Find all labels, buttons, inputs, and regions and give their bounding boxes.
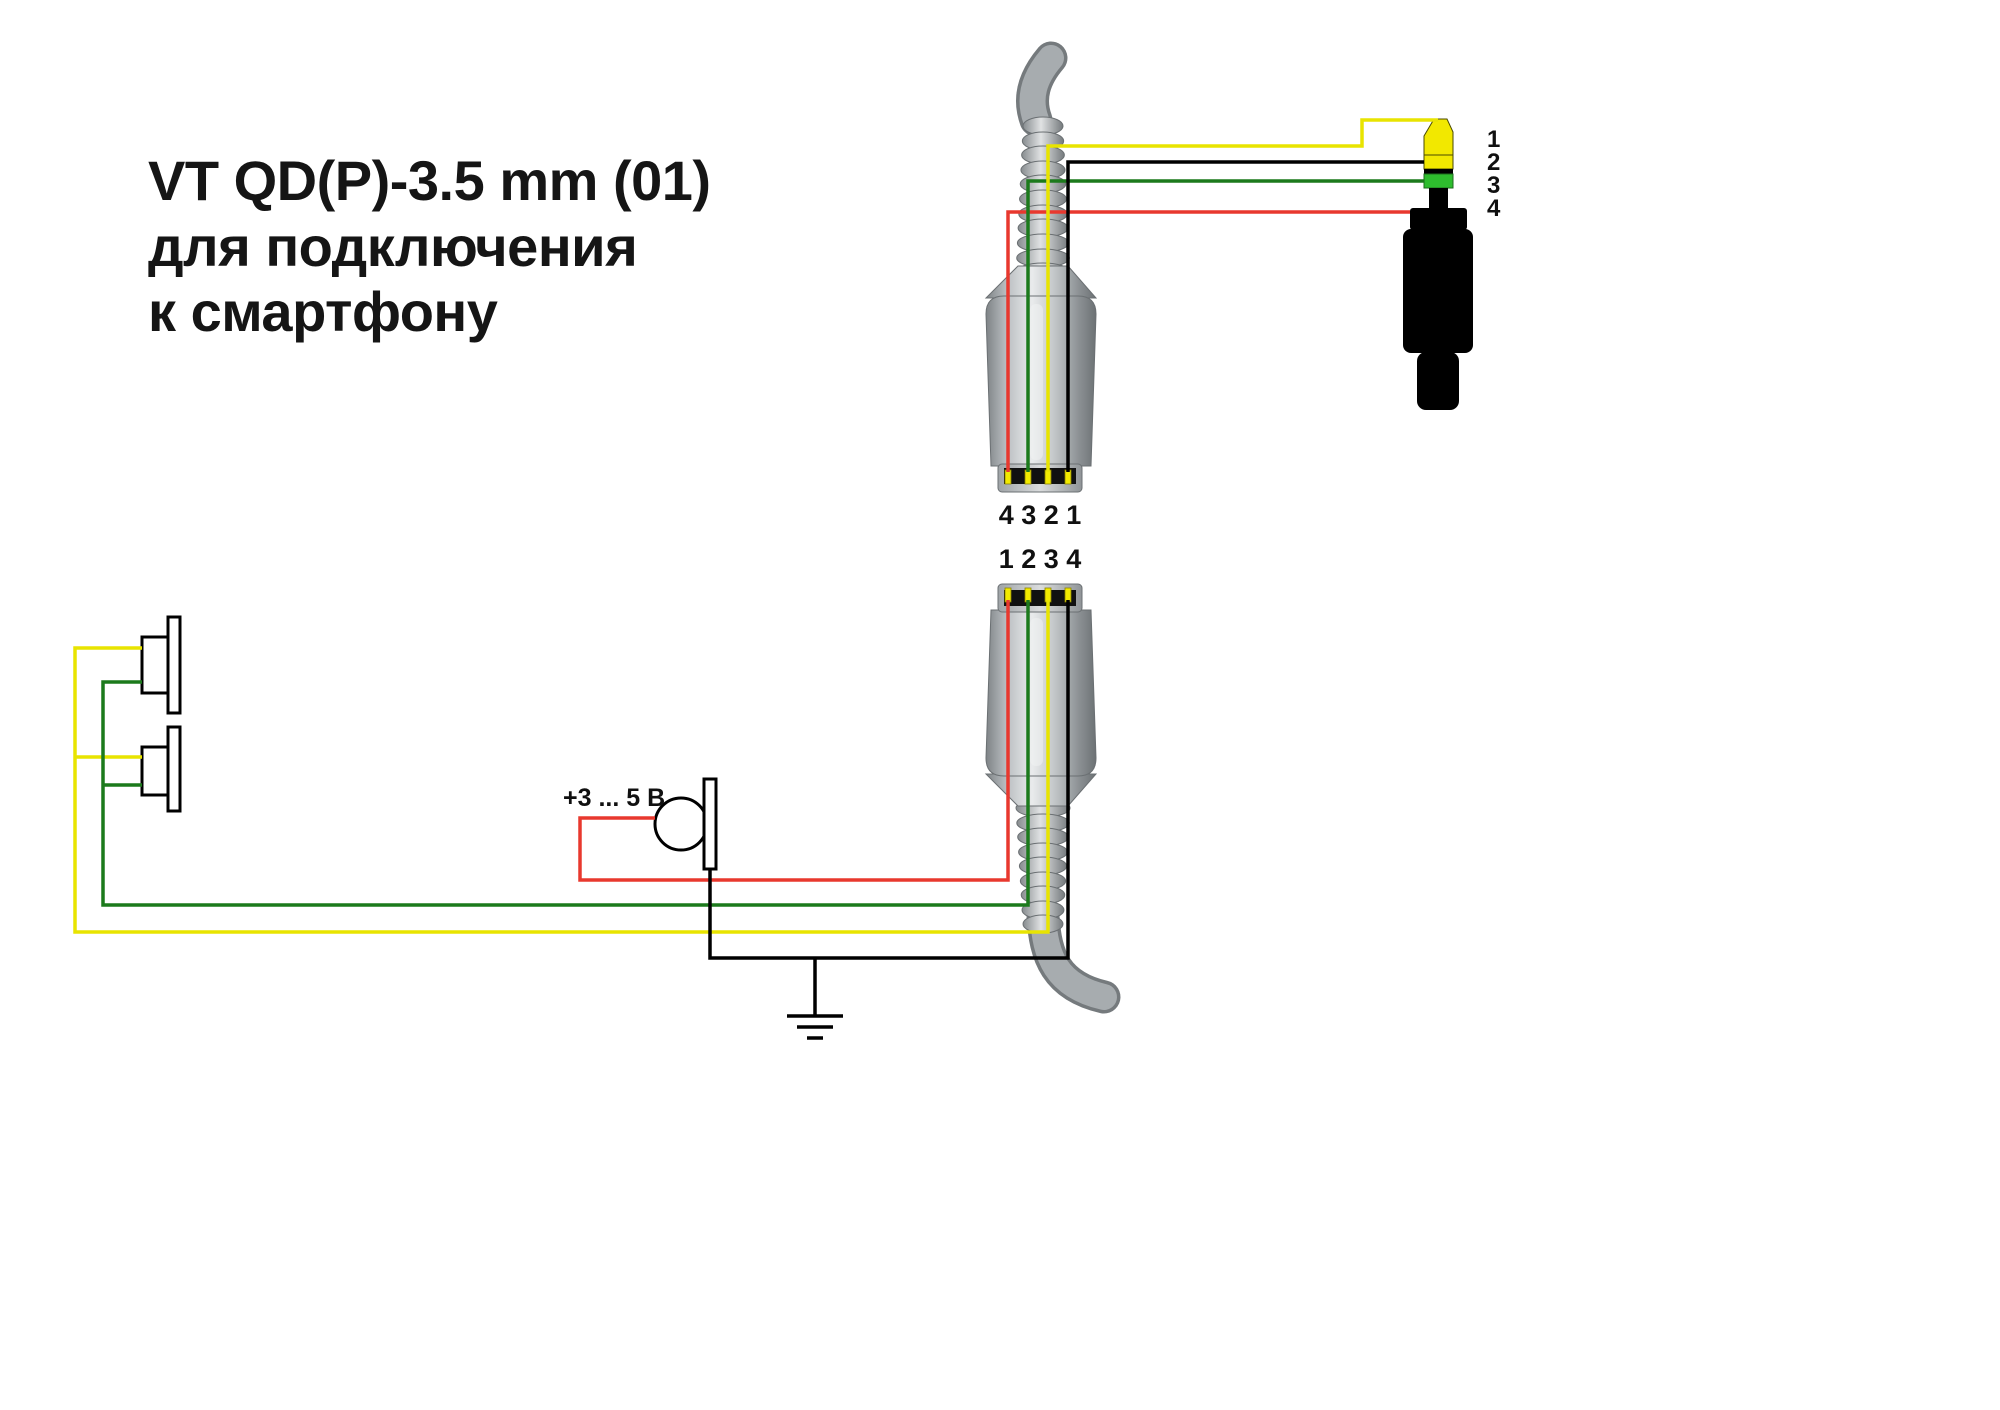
wire-black-bottom (708, 600, 1070, 1016)
speaker-bottom (140, 725, 182, 813)
jack-pin-label-2: 2 (1487, 149, 1500, 176)
wire-red-bottom (578, 600, 1010, 882)
wire-green-top (1026, 179, 1424, 472)
pin-contact (1064, 587, 1072, 603)
title-line-2: для подключения (148, 214, 638, 278)
jack-pin-label-3: 3 (1487, 172, 1500, 199)
qd-connector-top (984, 41, 1098, 493)
pin-contact (1044, 587, 1052, 603)
wire-red-top (1006, 210, 1410, 472)
speaker-bottom-plate (166, 725, 182, 813)
trrs-jack (1403, 118, 1473, 410)
jack-shaft (1429, 188, 1448, 209)
connector-bottom-slot (1004, 590, 1076, 606)
title-line-3: к смартфону (148, 280, 498, 344)
mic-voltage-label: +3 ... 5 В (563, 784, 665, 812)
pin-contact (1064, 469, 1072, 485)
bottom-connector-pin-numbers: 1 2 3 4 (999, 544, 1082, 574)
pin-contact (1024, 469, 1032, 485)
connector-bottom-flare (984, 773, 1098, 807)
ground-symbol (787, 1014, 843, 1040)
jack-body (1403, 229, 1473, 353)
jack-separator (1424, 169, 1453, 174)
jack-ring-1-yellow (1423, 154, 1454, 170)
speaker-top-plate (166, 615, 182, 715)
speaker-bottom-body (140, 745, 170, 797)
jack-pin-label-1: 1 (1487, 126, 1500, 153)
wire-yellow-top (1046, 118, 1438, 472)
strain-relief-top (1015, 116, 1071, 282)
diagram-title: VT QD(P)-3.5 mm (01) для подключения к с… (148, 148, 711, 345)
strain-relief-bottom (1015, 798, 1071, 934)
connector-top-slot (1004, 468, 1076, 484)
pin-contact (1004, 587, 1012, 603)
qd-connector-bottom (984, 583, 1121, 1014)
pin-contact (1044, 469, 1052, 485)
connector-bottom-body-highlight (1030, 618, 1043, 766)
jack-body-lower (1417, 352, 1459, 410)
title-line-1: VT QD(P)-3.5 mm (01) (148, 149, 711, 212)
pin-contact (1004, 469, 1012, 485)
jack-pin-label-4: 4 (1487, 195, 1501, 222)
jack-collar (1410, 208, 1467, 230)
microphone-electrode (702, 777, 718, 871)
wire-green-bottom (101, 600, 1030, 907)
connector-top-body-highlight (1030, 304, 1043, 460)
pin-contact (1024, 587, 1032, 603)
wire-yellow-bottom (73, 600, 1050, 934)
speaker-top (140, 615, 182, 715)
wires (73, 118, 1438, 1016)
wire-black-top (1066, 160, 1424, 472)
jack-ring-2-green (1423, 173, 1454, 189)
speaker-top-body (140, 635, 170, 695)
cable-top (1019, 45, 1064, 133)
jack-tip (1423, 118, 1454, 156)
top-connector-pin-numbers: 4 3 2 1 (999, 500, 1082, 530)
connector-top-flare (984, 265, 1098, 299)
